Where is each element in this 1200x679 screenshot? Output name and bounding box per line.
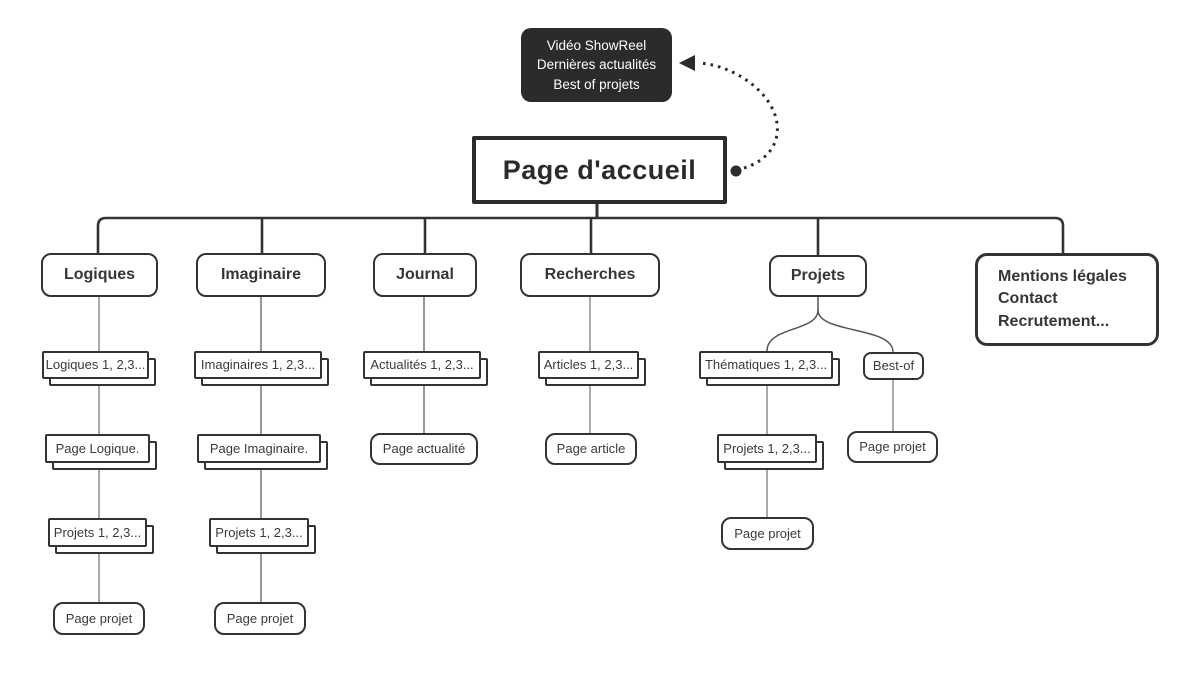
node-best-of: Best-of (863, 352, 924, 380)
node-page-logique: Page Logique. (45, 434, 150, 463)
mentions-line: Mentions légales (998, 268, 1127, 286)
node-imaginaire-items: Imaginaires 1, 2,3... (194, 351, 322, 379)
node-projets-projets: Projets 1, 2,3... (717, 434, 817, 463)
node-logiques-page-projet: Page projet (53, 602, 145, 635)
node-page-actualite: Page actualité (370, 433, 478, 465)
home-highlights-note: Vidéo ShowReel Dernières actualités Best… (521, 28, 672, 102)
bus-line (96, 216, 1065, 253)
mentions-line: Recrutement... (998, 312, 1110, 330)
node-imaginaire-projets: Projets 1, 2,3... (209, 518, 309, 547)
node-logiques: Logiques (41, 253, 158, 297)
annotation-arrowhead-icon (679, 55, 695, 71)
node-projets-page-projet: Page projet (721, 517, 814, 550)
mentions-line: Contact (998, 290, 1058, 308)
node-imaginaire-page-projet: Page projet (214, 602, 306, 635)
node-projets: Projets (769, 255, 867, 297)
node-logiques-projets: Projets 1, 2,3... (48, 518, 147, 547)
node-journal-items: Actualités 1, 2,3... (363, 351, 481, 379)
node-recherches: Recherches (520, 253, 660, 297)
projets-split-left-curve (766, 297, 819, 352)
node-mentions-legales: Mentions légales Contact Recrutement... (975, 253, 1159, 346)
node-imaginaire: Imaginaire (196, 253, 326, 297)
node-page-imaginaire: Page Imaginaire. (197, 434, 321, 463)
node-page-article: Page article (545, 433, 637, 465)
node-recherches-items: Articles 1, 2,3... (538, 351, 639, 379)
projets-split-right-curve (817, 309, 894, 353)
node-thematiques-items: Thématiques 1, 2,3... (699, 351, 833, 379)
node-journal: Journal (373, 253, 477, 297)
node-page-accueil: Page d'accueil (472, 136, 727, 204)
note-line: Dernières actualités (536, 57, 657, 73)
note-line: Best of projets (553, 76, 640, 92)
node-bestof-page-projet: Page projet (847, 431, 938, 463)
node-logiques-items: Logiques 1, 2,3... (42, 351, 149, 379)
annotation-origin-dot (730, 165, 742, 177)
note-line: Vidéo ShowReel (546, 38, 647, 54)
